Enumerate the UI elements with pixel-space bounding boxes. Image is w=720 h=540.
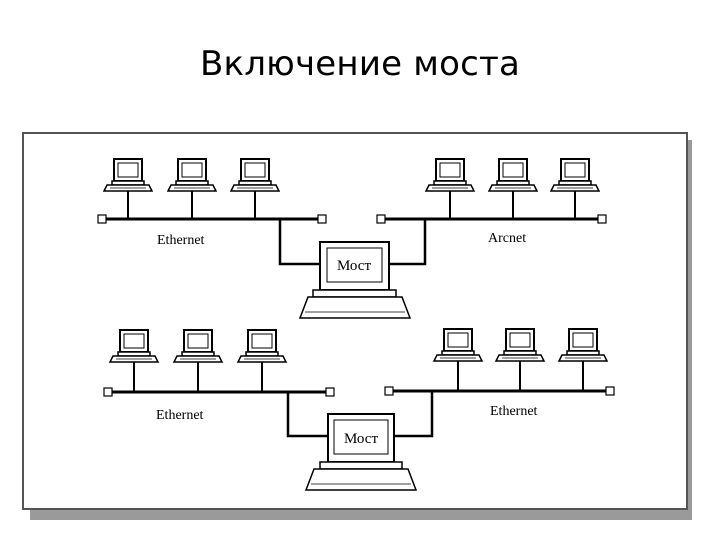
terminator-icon bbox=[325, 387, 335, 397]
computer-icon bbox=[173, 329, 223, 363]
computer-icon bbox=[550, 158, 600, 192]
terminator-icon bbox=[103, 387, 113, 397]
computer-icon bbox=[488, 158, 538, 192]
top-bridge-label: Мост bbox=[337, 258, 371, 274]
bottom-bridge-icon bbox=[304, 413, 418, 491]
computer-icon bbox=[433, 328, 483, 362]
computer-icon bbox=[109, 329, 159, 363]
computer-icon bbox=[237, 329, 287, 363]
terminator-icon bbox=[384, 386, 394, 396]
computer-icon bbox=[558, 328, 608, 362]
terminator-icon bbox=[597, 214, 607, 224]
top-left-bus bbox=[97, 158, 327, 224]
computer-icon bbox=[167, 158, 217, 192]
terminator-icon bbox=[376, 214, 386, 224]
bottom-bridge-label: Мост bbox=[344, 431, 378, 447]
bottom-right-segment-label: Ethernet bbox=[490, 404, 538, 419]
bottom-left-segment-label: Ethernet bbox=[156, 408, 204, 423]
terminator-icon bbox=[317, 214, 327, 224]
terminator-icon bbox=[605, 386, 615, 396]
computer-icon bbox=[495, 328, 545, 362]
computer-icon bbox=[103, 158, 153, 192]
computer-icon bbox=[230, 158, 280, 192]
top-right-bus bbox=[376, 158, 607, 224]
bottom-left-bus bbox=[103, 329, 335, 397]
top-bridge-icon bbox=[298, 241, 412, 319]
top-right-segment-label: Arcnet bbox=[488, 231, 526, 246]
computer-icon bbox=[425, 158, 475, 192]
top-left-segment-label: Ethernet bbox=[157, 233, 205, 248]
slide-title: Включение моста bbox=[199, 44, 521, 84]
terminator-icon bbox=[97, 214, 107, 224]
bottom-right-bus bbox=[384, 328, 615, 396]
